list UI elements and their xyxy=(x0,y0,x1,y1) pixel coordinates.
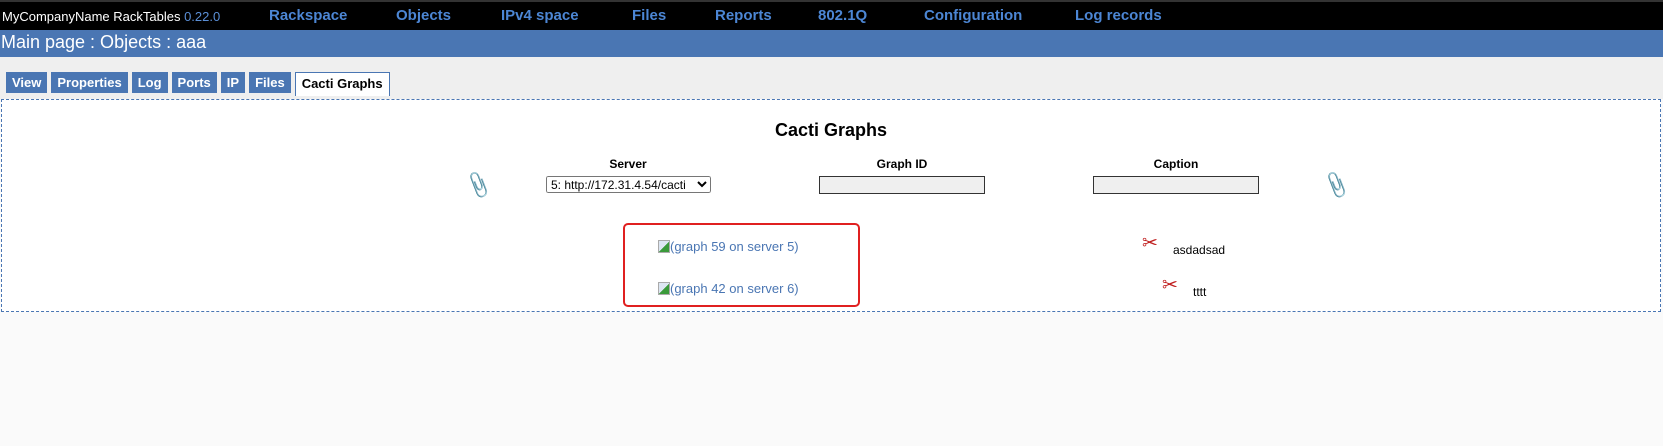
graph-caption: asdadsad xyxy=(1173,243,1226,257)
tab-cacti-graphs[interactable]: Cacti Graphs xyxy=(294,72,390,96)
broken-image-icon xyxy=(658,240,670,253)
scissors-delete-icon[interactable]: ✂ xyxy=(1142,233,1158,254)
page-title: Cacti Graphs xyxy=(774,120,888,140)
menu-ipv4-space[interactable]: IPv4 space xyxy=(501,7,579,24)
tab-log[interactable]: Log xyxy=(131,72,168,93)
tab-properties[interactable]: Properties xyxy=(51,72,128,93)
menu-log-records[interactable]: Log records xyxy=(1075,7,1162,24)
graph-id-input[interactable] xyxy=(819,176,985,194)
scissors-delete-icon[interactable]: ✂ xyxy=(1162,275,1178,296)
menu-rackspace[interactable]: Rackspace xyxy=(269,7,348,24)
caption-input[interactable] xyxy=(1093,176,1259,194)
graph-link-text: (graph 42 on server 6) xyxy=(670,281,799,296)
server-select[interactable]: 5: http://172.31.4.54/cacti xyxy=(546,176,711,193)
breadcrumb[interactable]: Main page : Objects : aaa xyxy=(0,30,1663,57)
menu-configuration[interactable]: Configuration xyxy=(924,7,1023,24)
graph-caption: tttt xyxy=(1193,285,1207,299)
graph-link[interactable]: (graph 59 on server 5) xyxy=(658,239,799,254)
tab-view[interactable]: View xyxy=(6,72,48,93)
graph-id-header: Graph ID xyxy=(876,157,928,171)
menu-reports[interactable]: Reports xyxy=(715,7,772,24)
paperclip-icon[interactable]: 📎 xyxy=(1320,171,1352,201)
cacti-graphs-panel: Cacti Graphs Server Graph ID Caption 📎 5… xyxy=(1,99,1661,312)
menu-files[interactable]: Files xyxy=(632,7,667,24)
tab-bar: View Properties Log Ports IP Files Cacti… xyxy=(0,57,1663,99)
menu-objects[interactable]: Objects xyxy=(396,7,452,24)
menu-8021q[interactable]: 802.1Q xyxy=(818,7,868,24)
tab-ports[interactable]: Ports xyxy=(171,72,217,93)
graph-link-text: (graph 59 on server 5) xyxy=(670,239,799,254)
tab-ip[interactable]: IP xyxy=(220,72,246,93)
paperclip-icon[interactable]: 📎 xyxy=(462,171,494,201)
graph-link[interactable]: (graph 42 on server 6) xyxy=(658,281,799,296)
brand-name: MyCompanyName RackTables xyxy=(2,9,181,24)
tab-files[interactable]: Files xyxy=(249,72,291,93)
top-nav: MyCompanyName RackTables 0.22.0 Rackspac… xyxy=(0,0,1663,30)
highlight-box xyxy=(623,223,860,307)
brand: MyCompanyName RackTables 0.22.0 xyxy=(2,9,220,24)
caption-header: Caption xyxy=(1153,157,1199,171)
server-header: Server xyxy=(609,157,647,171)
broken-image-icon xyxy=(658,282,670,295)
version: 0.22.0 xyxy=(184,9,221,24)
